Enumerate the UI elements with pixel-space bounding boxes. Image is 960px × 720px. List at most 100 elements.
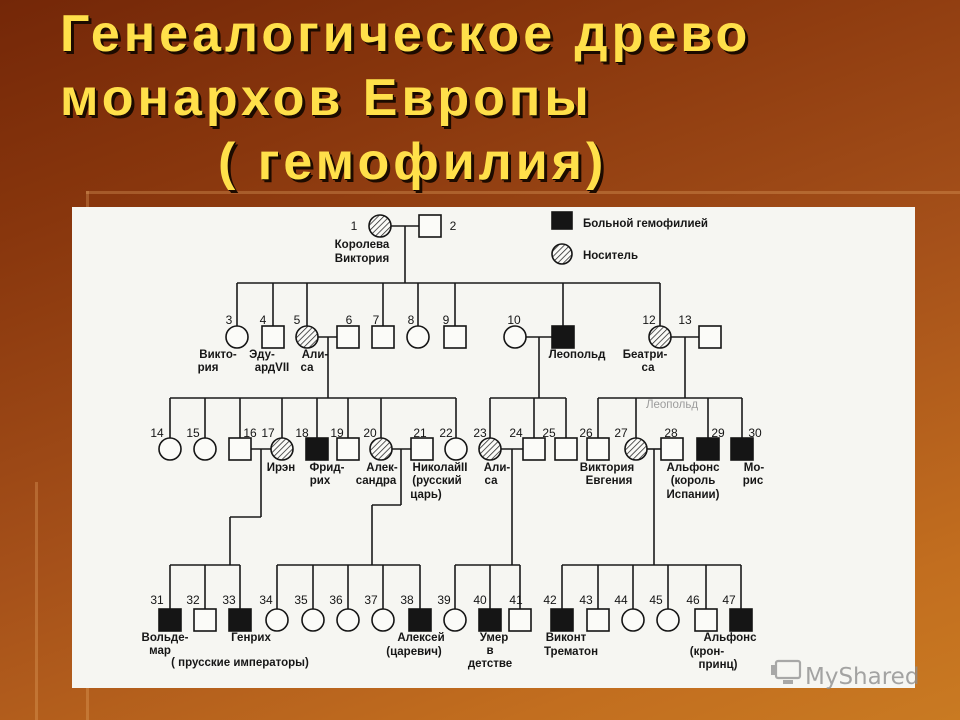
slide-title: Генеалогическое древо монархов Европы ( … xyxy=(60,2,751,194)
person-name-label: Леопольд xyxy=(646,399,698,411)
affected-male-symbol xyxy=(228,608,252,632)
person-name-label: Альфонс xyxy=(704,632,758,644)
watermark: MyShared xyxy=(771,659,919,690)
person-name-label: рия xyxy=(198,362,219,374)
person-number: 18 xyxy=(295,426,309,440)
person-name-label: сандра xyxy=(356,475,397,487)
person-name-label: Генрих xyxy=(231,632,271,644)
person-name-label: Виктория xyxy=(580,462,634,474)
male-symbol xyxy=(193,608,217,632)
person-name-label: царь) xyxy=(410,489,442,501)
slide-frame-line-top xyxy=(86,191,960,194)
person-name-label: (крон- xyxy=(690,646,725,658)
person-number: 35 xyxy=(294,593,308,607)
male-symbol xyxy=(522,437,546,461)
female-symbol xyxy=(621,608,645,632)
male-symbol xyxy=(418,214,442,238)
person-number: 37 xyxy=(364,593,378,607)
person-name-label: Али- xyxy=(484,462,511,474)
person-name-label: Королева xyxy=(335,239,390,251)
person-number: 27 xyxy=(614,426,628,440)
female-symbol xyxy=(158,437,182,461)
male-symbol xyxy=(261,325,285,349)
legend-affected-icon xyxy=(551,211,573,230)
title-line-3: ( гемофилия) xyxy=(218,133,608,191)
affected-male-symbol xyxy=(478,608,502,632)
person-name-label: Испании) xyxy=(667,489,720,501)
person-number: 7 xyxy=(373,313,380,327)
male-symbol xyxy=(698,325,722,349)
person-number: 31 xyxy=(150,593,164,607)
person-number: 6 xyxy=(346,313,353,327)
person-name-label: Мо- xyxy=(744,462,765,474)
person-name-label: Эду- xyxy=(249,349,275,361)
person-name-label: Евгения xyxy=(586,475,633,487)
person-number: 13 xyxy=(678,313,692,327)
pedigree-layer: 1КоролеваВиктория23Викто-рия4Эду-ардVII5… xyxy=(142,214,765,671)
person-number: 8 xyxy=(408,313,415,327)
person-name-label: Фрид- xyxy=(309,462,344,474)
person-name-label: рих xyxy=(310,475,331,487)
legend-carrier-label: Носитель xyxy=(583,250,638,262)
female-symbol xyxy=(444,437,468,461)
affected-male-symbol xyxy=(158,608,182,632)
person-name-label: Алексей xyxy=(397,632,444,644)
person-name-label: Виконт xyxy=(546,632,587,644)
legend-affected-label: Больной гемофилией xyxy=(583,218,708,230)
male-symbol xyxy=(336,437,360,461)
carrier-female-symbol xyxy=(648,325,672,349)
person-name-label: детстве xyxy=(468,658,512,670)
person-number: 38 xyxy=(400,593,414,607)
person-number: 20 xyxy=(363,426,377,440)
female-symbol xyxy=(406,325,430,349)
person-number: 41 xyxy=(509,593,523,607)
carrier-female-symbol xyxy=(369,437,393,461)
male-symbol xyxy=(371,325,395,349)
carrier-female-symbol xyxy=(478,437,502,461)
person-number: 5 xyxy=(294,313,301,327)
male-symbol xyxy=(586,437,610,461)
person-number: 17 xyxy=(261,426,275,440)
person-number: 22 xyxy=(439,426,453,440)
person-number: 14 xyxy=(150,426,164,440)
female-symbol xyxy=(503,325,527,349)
person-number: 21 xyxy=(413,426,427,440)
person-name-label: Ирэн xyxy=(267,462,295,474)
myshared-logo-icon xyxy=(771,659,802,684)
person-name-label: Леопольд xyxy=(549,349,607,361)
person-number: 24 xyxy=(509,426,523,440)
affected-male-symbol xyxy=(305,437,329,461)
affected-male-symbol xyxy=(696,437,720,461)
affected-male-symbol xyxy=(551,325,575,349)
person-name-label: (царевич) xyxy=(386,646,442,658)
person-number: 34 xyxy=(259,593,273,607)
person-number: 16 xyxy=(243,426,257,440)
female-symbol xyxy=(656,608,680,632)
person-number: 42 xyxy=(543,593,557,607)
person-number: 43 xyxy=(579,593,593,607)
female-symbol xyxy=(265,608,289,632)
person-name-label: са xyxy=(301,362,315,374)
person-name-label: Виктория xyxy=(335,253,389,265)
person-number: 26 xyxy=(579,426,593,440)
person-number: 2 xyxy=(450,219,457,233)
person-number: 9 xyxy=(443,313,450,327)
person-number: 29 xyxy=(711,426,725,440)
person-name-label: Алек- xyxy=(366,462,398,474)
slide-decor-line xyxy=(35,482,38,720)
male-symbol xyxy=(586,608,610,632)
person-number: 19 xyxy=(330,426,344,440)
person-number: 33 xyxy=(222,593,236,607)
person-name-label: рис xyxy=(743,475,764,487)
person-number: 10 xyxy=(507,313,521,327)
affected-male-symbol xyxy=(408,608,432,632)
person-name-label: Викто- xyxy=(199,349,237,361)
person-name-label: НиколайII xyxy=(413,462,468,474)
watermark-text: MyShared xyxy=(805,664,919,690)
person-number: 36 xyxy=(329,593,343,607)
female-symbol xyxy=(336,608,360,632)
person-name-label: (король xyxy=(671,475,716,487)
male-symbol xyxy=(443,325,467,349)
